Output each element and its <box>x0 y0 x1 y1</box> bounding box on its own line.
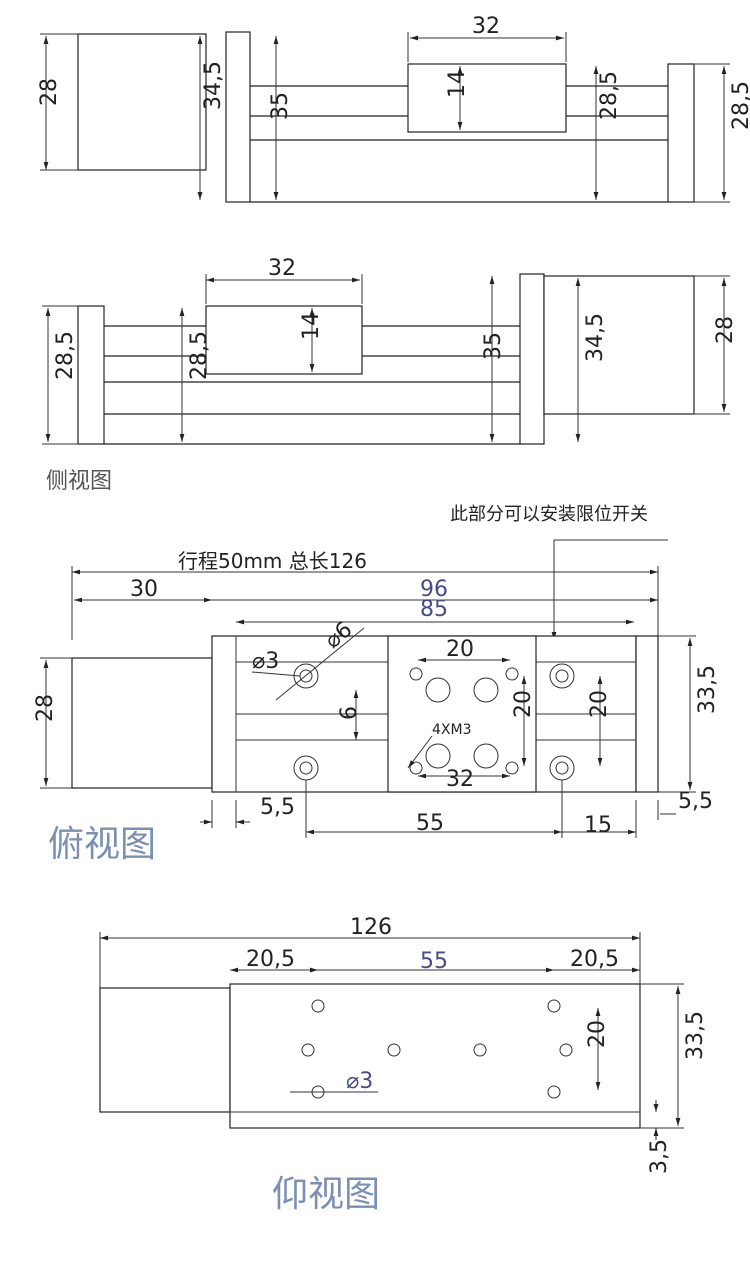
counterbore-hole <box>549 663 575 689</box>
side-view-label: 侧视图 <box>46 469 112 494</box>
mounting-hole <box>547 999 561 1013</box>
limit-switch-note: 此部分可以安装限位开关 <box>450 504 648 525</box>
dim-28: 28 <box>713 316 738 344</box>
mount-hole-m3 <box>425 743 451 769</box>
dim-phi3: ⌀3 <box>346 1069 373 1094</box>
end-plate-right <box>667 63 695 203</box>
dim-35: 35 <box>268 92 293 120</box>
dim-3-5: 3,5 <box>647 1139 672 1174</box>
bottom-view: 126 20,5 55 20,5 20 33,5 ⌀3 3,5 仰视图 <box>99 915 708 1215</box>
end-plate-right <box>635 635 659 793</box>
mount-hole-m3 <box>473 677 499 703</box>
stroke-label: 行程50mm 总长126 <box>178 549 367 573</box>
dim-33-5: 33,5 <box>683 1011 708 1060</box>
dim-6: 6 <box>337 706 362 720</box>
mounting-hole <box>505 761 519 775</box>
mounting-hole <box>311 999 325 1013</box>
dim-5-5-left: 5,5 <box>260 795 295 820</box>
side-view-1: 28 34,5 35 32 14 28,5 28,5 <box>37 14 750 203</box>
dim-20: 20 <box>585 1020 610 1048</box>
mount-hole-m3 <box>473 743 499 769</box>
dim-28: 28 <box>37 78 62 106</box>
mounting-hole <box>505 667 519 681</box>
dim-30: 30 <box>130 577 158 602</box>
dim-55: 55 <box>420 949 448 974</box>
dim-20-right: 20 <box>587 690 612 718</box>
mount-hole-m3 <box>425 677 451 703</box>
end-plate-right <box>519 273 545 445</box>
end-plate-left <box>225 31 251 203</box>
motor-block <box>543 275 695 415</box>
end-plate-left <box>77 305 105 445</box>
dim-4xm3: 4XM3 <box>432 722 471 738</box>
dim-15: 15 <box>584 813 612 838</box>
dim-phi3: ⌀3 <box>252 649 279 674</box>
dim-14: 14 <box>299 312 324 340</box>
motor-block <box>99 987 231 1113</box>
dim-96: 96 <box>420 577 448 602</box>
mounting-hole <box>409 667 423 681</box>
dim-34-5: 34,5 <box>583 313 608 362</box>
base-plate <box>229 983 641 1129</box>
mounting-hole <box>409 761 423 775</box>
dim-85: 85 <box>420 597 448 622</box>
mounting-hole <box>301 1043 315 1057</box>
dim-126: 126 <box>350 915 392 940</box>
side-view-2: 28,5 32 28,5 14 35 34,5 28 侧视图 <box>42 256 738 494</box>
dim-20-top: 20 <box>446 637 474 662</box>
motor-block <box>77 33 207 171</box>
dim-28: 28 <box>33 694 58 722</box>
mounting-hole <box>473 1043 487 1057</box>
dim-33-5: 33,5 <box>695 665 720 714</box>
mounting-hole <box>547 1085 561 1099</box>
top-view: 此部分可以安装限位开关 行程50mm 总长126 30 96 85 <box>33 504 720 865</box>
dim-32: 32 <box>446 767 474 792</box>
dim-5-5-right: 5,5 <box>678 789 713 814</box>
dim-28-5-outer: 28,5 <box>53 331 78 380</box>
dim-20-mid: 20 <box>511 690 536 718</box>
slider-block <box>205 305 363 375</box>
dim-14: 14 <box>445 70 470 98</box>
dim-34-5: 34,5 <box>201 61 226 110</box>
dim-28-5-inner: 28,5 <box>597 71 622 120</box>
dim-20-5-left: 20,5 <box>246 947 295 972</box>
dim-35: 35 <box>481 332 506 360</box>
dim-28-5-inner: 28,5 <box>187 331 212 380</box>
mounting-hole <box>559 1043 573 1057</box>
dim-55: 55 <box>416 811 444 836</box>
dim-32: 32 <box>472 14 500 39</box>
dim-32: 32 <box>268 256 296 281</box>
top-view-title: 俯视图 <box>48 824 156 865</box>
dim-20-5-right: 20,5 <box>570 947 619 972</box>
slider-block <box>407 63 567 133</box>
bottom-view-title: 仰视图 <box>272 1174 380 1215</box>
dim-28-5-outer: 28,5 <box>729 81 750 130</box>
mounting-hole <box>387 1043 401 1057</box>
motor-block <box>71 657 213 789</box>
